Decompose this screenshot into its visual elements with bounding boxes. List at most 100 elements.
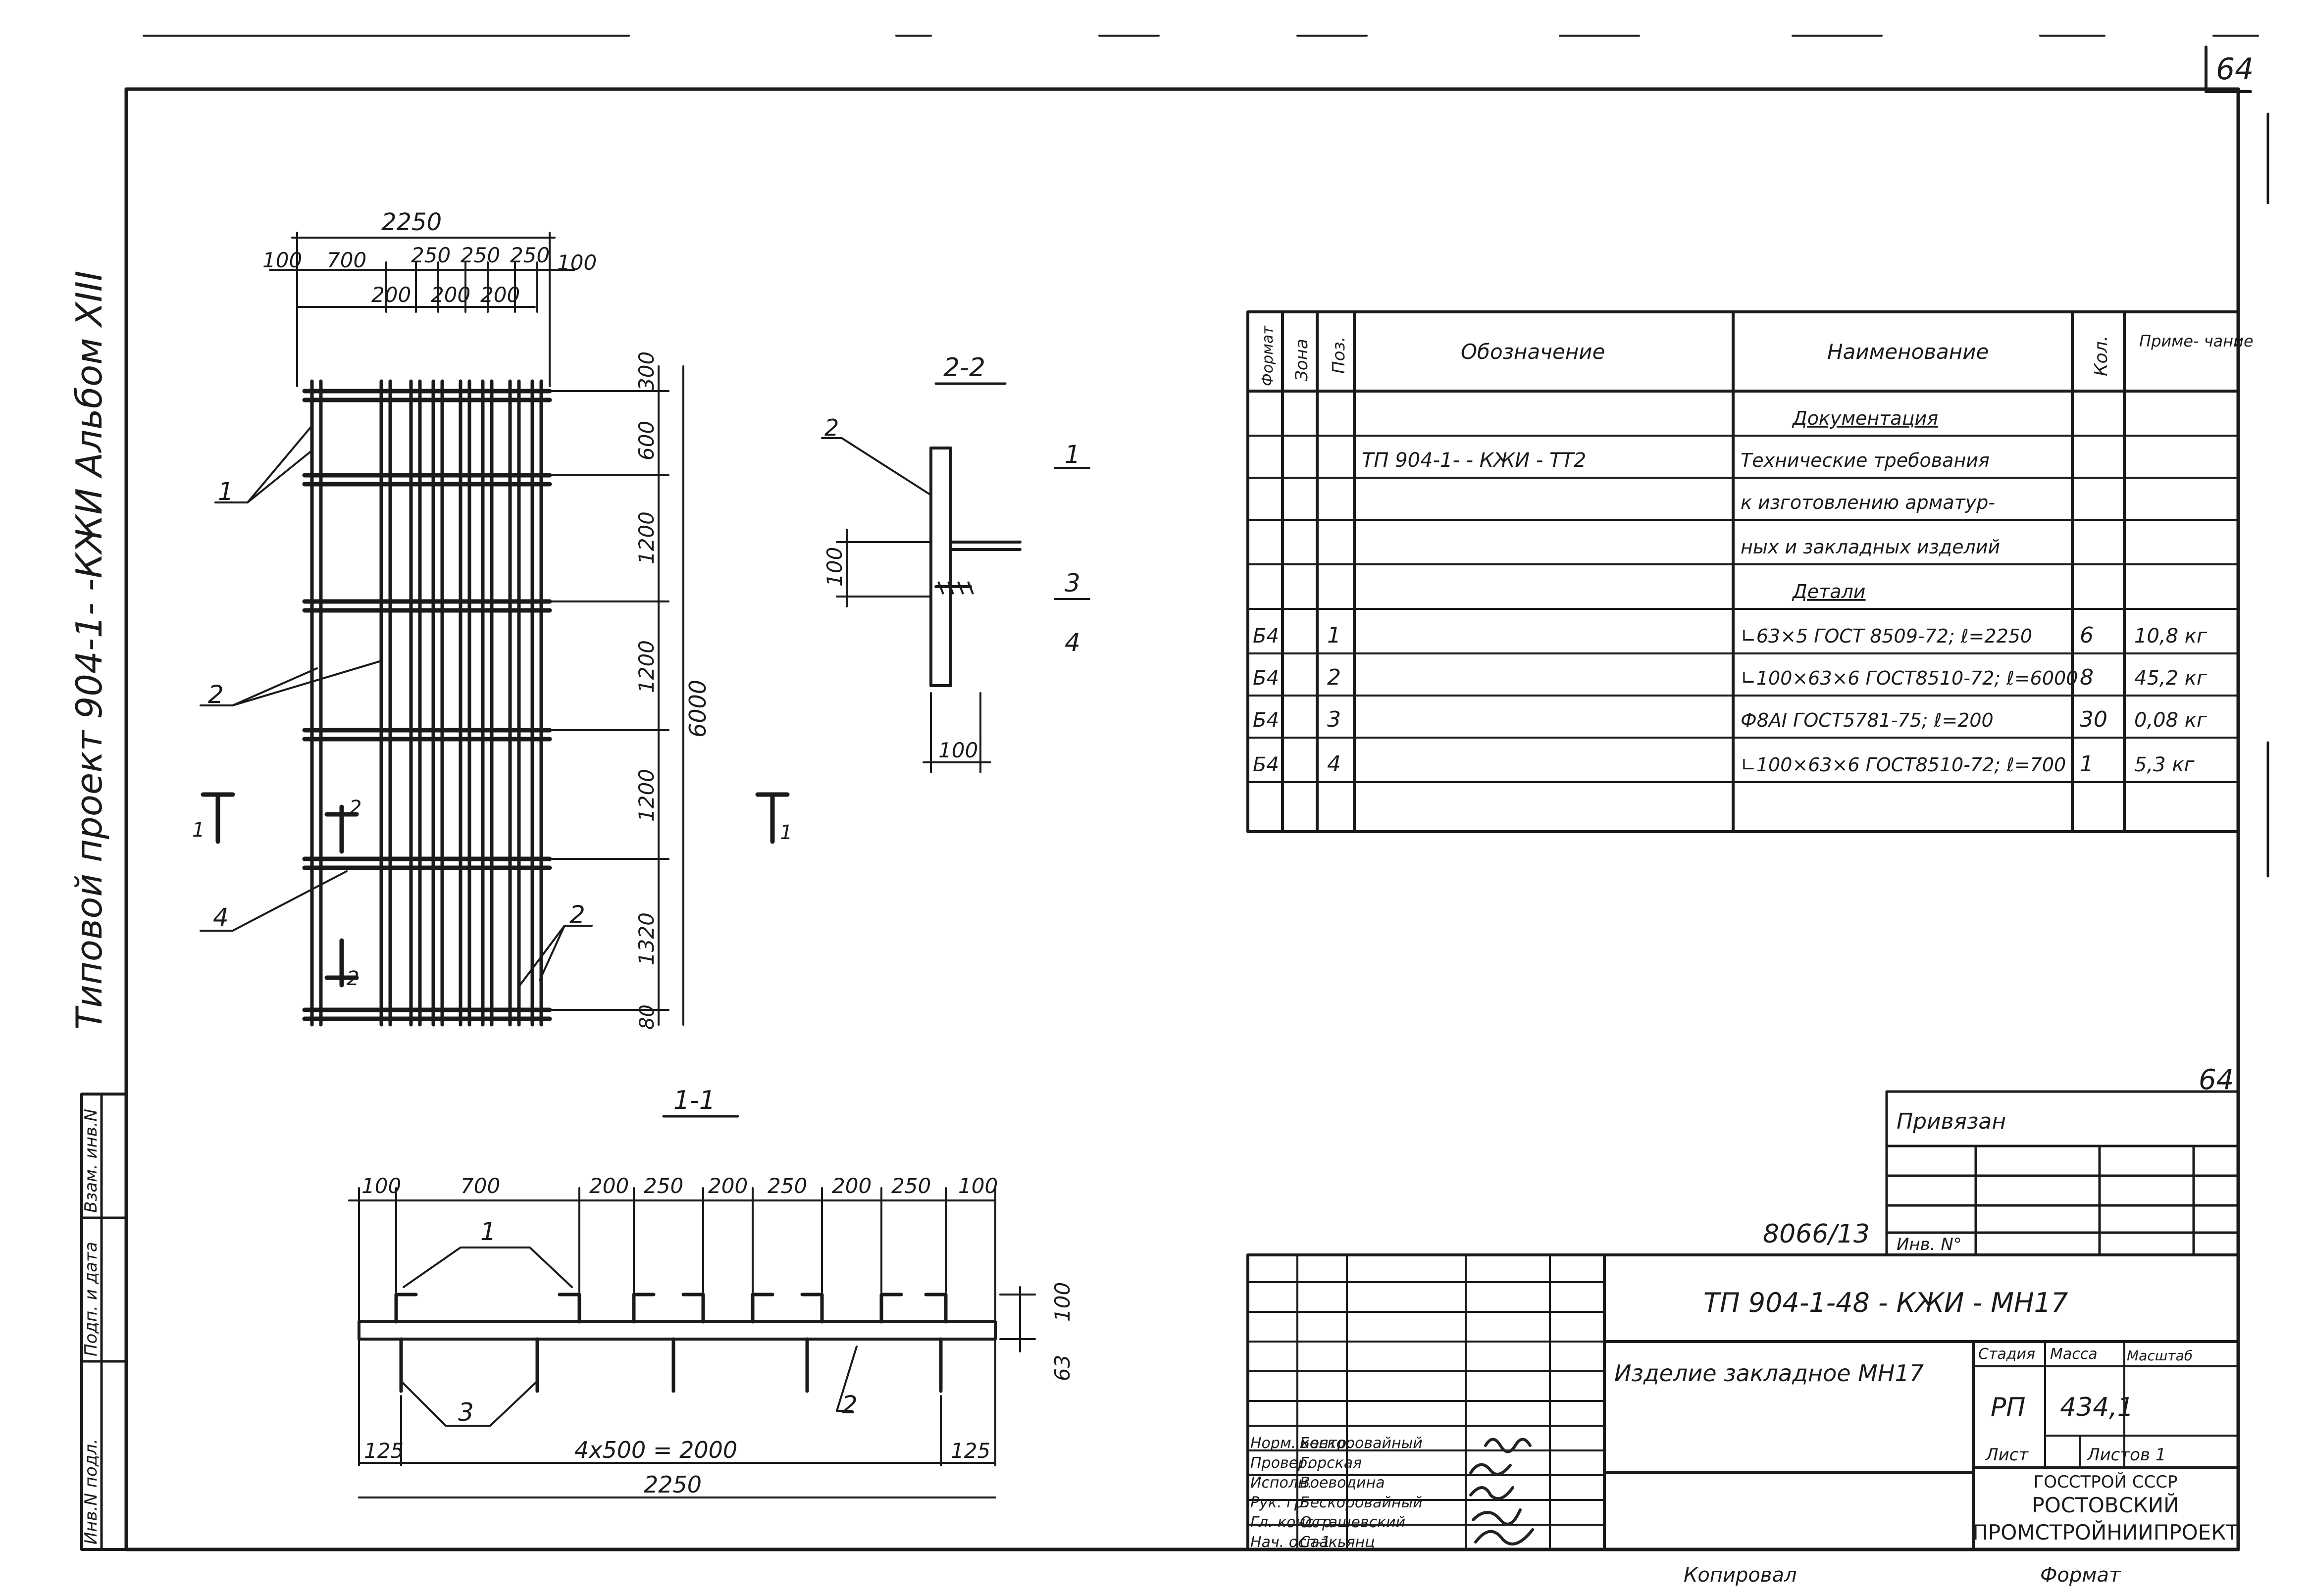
spec-cell-fmt: Б4 (1253, 625, 1279, 648)
page-number-lower: 64 (2199, 1064, 2234, 1096)
section-11-dim-top: 250 (891, 1174, 931, 1198)
spec-header-qty: Кол. (2091, 336, 2111, 376)
spec-cell-qty: 8 (2080, 665, 2094, 690)
plan-dim-top: 100 (262, 248, 302, 272)
plan-dim-right: 1200 (634, 769, 659, 822)
plan-dim-top: 250 (461, 243, 500, 267)
section-11-callout-2: 2 (842, 1391, 858, 1419)
side-title-text: Типовой проект 904-1- -КЖИ Альбом XIII (68, 271, 110, 1030)
tb-stage-label: Стадия (1978, 1346, 2035, 1363)
section-11-dim-top: 700 (461, 1174, 500, 1198)
plan-dim-right: 1200 (634, 511, 659, 564)
spec-cell-pos: 3 (1327, 707, 1341, 732)
section-11-dim-right: 100 (1050, 1282, 1075, 1322)
section-mark-22-bottom: 2 (347, 967, 359, 990)
plan-callout-2: 2 (208, 680, 224, 709)
spec-cell-name: ных и закладных изделий (1741, 536, 2000, 558)
tb-designation: ТП 904-1-48 - КЖИ - МН17 (1703, 1287, 2068, 1318)
section-11-dim-bottom: 125 (951, 1439, 990, 1463)
plan-callout-4: 4 (213, 903, 229, 932)
spec-cell-qty: 30 (2080, 707, 2107, 732)
plan-dim-top: 250 (510, 243, 550, 267)
plan-dim-right: 80 (636, 1004, 659, 1030)
spec-cell-pos: 2 (1327, 665, 1341, 690)
section-22-callout-2: 2 (824, 414, 839, 441)
signer-name: Саакьянц (1300, 1534, 1375, 1551)
section-11-dim-bottom: 4x500 = 2000 (574, 1437, 737, 1463)
section-11-dim-bottom: 125 (364, 1439, 404, 1463)
section-22-dim-height: 100 (822, 547, 847, 587)
signer-role: Норм. контр. (1250, 1435, 1351, 1452)
tb-sheet-label: Лист (1985, 1445, 2029, 1465)
plan-dim-top: 250 (411, 243, 451, 267)
signer-role: Провер. (1250, 1454, 1312, 1472)
spec-header-zone: Зона (1292, 339, 1312, 381)
section-11-callout-1: 1 (480, 1217, 496, 1246)
title-block: ТП 904-1-48 - КЖИ - МН17 Изделие закладн… (1246, 1253, 2240, 1551)
spec-cell-fmt: Б4 (1253, 709, 1279, 732)
plan-view: 2250 100 700 250 250 250 100 200 200 200… (192, 208, 792, 1030)
side-stamp: Инв.N подл. Подп. и дата Взам. инв.N (80, 1093, 128, 1551)
section-22-dim-width: 100 (938, 738, 978, 762)
signer-role: Нач. осп-1 (1250, 1534, 1331, 1551)
spec-cell-code: ТП 904-1- - КЖИ - ТТ2 (1362, 449, 1586, 472)
signers: Норм. контр. Бескоровайный Провер.ГорскаяИ… (1250, 1435, 1423, 1551)
section-22-callout-1: 1 (1065, 440, 1080, 469)
section-11-callout-3: 3 (458, 1398, 474, 1427)
plan-dim-right: 1320 (634, 912, 659, 965)
spec-cell-note: 5,3 кг (2134, 753, 2195, 776)
plan-horizontal-angles (302, 389, 552, 1021)
tb-stage: РП (1991, 1393, 2025, 1422)
spec-cell-name: ∟100×63×6 ГОСТ8510-72; ℓ=700 (1741, 754, 2066, 776)
plan-dim-sub: 200 (371, 283, 411, 307)
spec-table: Формат Зона Поз. Обозначение Наименовани… (1246, 310, 2254, 833)
binding-title: Привязан (1897, 1109, 2006, 1134)
spec-header-designation: Обозначение (1461, 340, 1605, 364)
signer-name: Горская (1300, 1454, 1362, 1472)
spec-header-name: Наименование (1827, 340, 1989, 364)
section-11-dim-top: 200 (589, 1174, 629, 1198)
page-number: 64 (2216, 52, 2254, 87)
section-11-dim-top: 250 (644, 1174, 683, 1198)
side-title: Типовой проект 904-1- -КЖИ Альбом XIII (68, 271, 110, 1030)
spec-cell-fmt: Б4 (1253, 753, 1279, 776)
section-11-dim-top: 100 (958, 1174, 998, 1198)
spec-cell-name: Детали (1792, 581, 1865, 602)
spec-cell-pos: 4 (1327, 751, 1341, 777)
plan-dim-right: 1200 (634, 640, 659, 693)
spec-cell-name: к изготовлению арматур- (1741, 492, 1995, 513)
tb-name: Изделие закладное МН17 (1614, 1360, 1924, 1387)
section-11-dim-top: 200 (708, 1174, 748, 1198)
section-1-1: 1-1 (348, 1086, 1075, 1498)
section-11-dim-top: 100 (361, 1174, 401, 1198)
section-22-callout-3: 3 (1065, 569, 1080, 598)
spec-cell-fmt: Б4 (1253, 667, 1279, 690)
plan-callout-2b: 2 (569, 900, 585, 929)
signer-role: Исполн. (1250, 1474, 1312, 1492)
section-mark-right: 1 (780, 821, 792, 844)
plan-dim-total-height: 6000 (684, 680, 711, 738)
spec-cell-note: 0,08 кг (2134, 709, 2207, 732)
page-number-corner: 64 (2205, 46, 2254, 93)
plan-dim-right: 300 (634, 351, 659, 391)
spec-cell-pos: 1 (1327, 623, 1341, 648)
spec-header-pos: Поз. (1329, 337, 1349, 374)
signer-name: Бескоровайный (1300, 1494, 1423, 1511)
plan-dim-top: 100 (557, 250, 597, 275)
binding-number: 8066/13 (1763, 1219, 1870, 1249)
spec-header-format: Формат (1259, 325, 1277, 386)
signer-name: Воеводина (1300, 1474, 1385, 1492)
section-22-title: 2-2 (943, 353, 985, 383)
binding-inv-label: Инв. N° (1897, 1235, 1962, 1254)
section-11-dim-top: 200 (832, 1174, 872, 1198)
plan-dim-total-width: 2250 (381, 208, 442, 236)
spec-cell-name: Документация (1792, 407, 1938, 429)
side-stamp-inv: Инв.N подл. (81, 1439, 101, 1545)
spec-cell-note: 45,2 кг (2134, 667, 2207, 690)
tb-mass-label: Масса (2050, 1346, 2098, 1363)
spec-cell-name: Технические требования (1741, 449, 1990, 471)
binding-box: Привязан Инв. N° 8066/13 64 (1763, 1064, 2240, 1256)
tb-sheets-label: Листов 1 (2086, 1445, 2166, 1465)
plan-dim-top: 700 (327, 248, 366, 272)
spec-cell-qty: 1 (2080, 751, 2094, 777)
